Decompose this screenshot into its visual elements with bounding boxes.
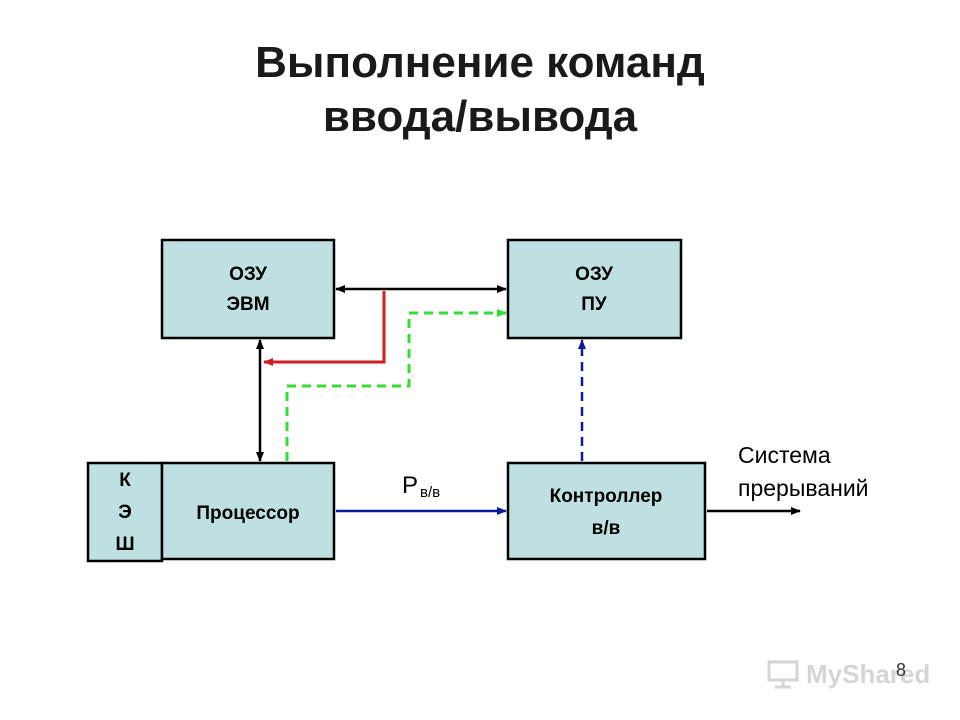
node-processor: Процессор — [160, 461, 336, 561]
node-controller: Контроллер в/в — [506, 461, 707, 561]
ram-peripheral-line-2: ПУ — [581, 294, 607, 315]
node-kesh: К Э Ш — [86, 461, 164, 563]
kesh-line-2: Э — [118, 502, 132, 523]
ram-computer-line-2: ЭВМ — [226, 294, 269, 315]
red-arrow-to-ram-computer — [263, 291, 386, 366]
presentation-icon — [767, 660, 799, 689]
node-ram-peripheral: ОЗУ ПУ — [506, 238, 683, 340]
controller-line-1: Контроллер — [550, 486, 663, 507]
page-number: 8 — [895, 660, 906, 680]
interrupt-system-line-2: прерываний — [738, 475, 869, 501]
kesh-line-1: К — [119, 470, 131, 491]
watermark: MyShared — [766, 656, 930, 692]
interrupt-system-line-1: Система — [738, 442, 831, 468]
watermark-text: MyShared — [806, 658, 931, 689]
controller-line-2: в/в — [592, 518, 621, 539]
title-line-1: Выполнение команд — [255, 38, 705, 87]
node-ram-computer: ОЗУ ЭВМ — [160, 238, 336, 340]
title-line-2: ввода/вывода — [322, 92, 638, 141]
green-dashed-arrow-to-ram-peripheral — [285, 309, 507, 461]
ram-computer-line-1: ОЗУ — [229, 264, 267, 285]
ram-peripheral-line-1: ОЗУ — [575, 264, 613, 285]
slide-title: Выполнение команд ввода/вывода — [0, 36, 960, 144]
kesh-line-3: Ш — [115, 534, 134, 555]
processor-label: Процессор — [196, 503, 299, 524]
